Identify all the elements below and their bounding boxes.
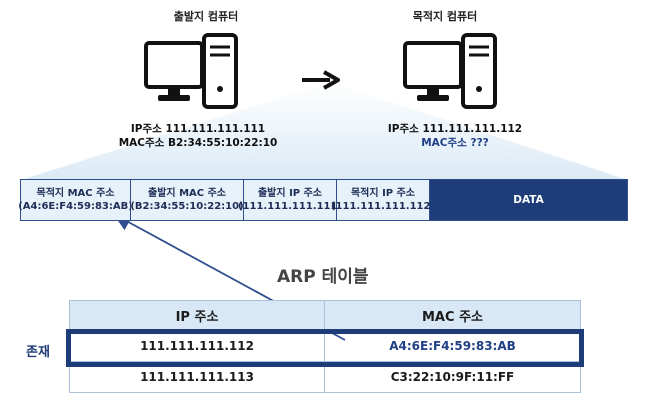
frame-src-mac-title: 출발지 MAC 주소 xyxy=(148,188,226,199)
frame-src-ip-title: 출발지 IP 주소 xyxy=(257,188,322,199)
arp-col-mac: MAC 주소 xyxy=(324,300,581,331)
ethernet-frame: 목적지 MAC 주소 (A4:6E:F4:59:83:AB) 출발지 MAC 주… xyxy=(18,179,628,221)
frame-dest-mac-cell: 목적지 MAC 주소 (A4:6E:F4:59:83:AB) xyxy=(18,180,133,220)
frame-dest-ip-value: (111.111.111.112) xyxy=(330,201,436,212)
frame-src-ip-cell: 출발지 IP 주소 (111.111.111.111) xyxy=(238,180,342,220)
dest-computer-icon xyxy=(403,33,497,109)
frame-dest-mac-title: 목적지 MAC 주소 xyxy=(36,188,115,199)
arp-table-title: ARP 테이블 xyxy=(277,267,369,287)
source-mac-text: MAC주소 B2:34:55:10:22:10 xyxy=(118,137,278,149)
frame-dest-mac-value: (A4:6E:F4:59:83:AB) xyxy=(18,201,133,212)
dest-mac-line: MAC주소 ??? xyxy=(375,136,535,150)
source-ip-text: IP주소 111.111.111.111 xyxy=(130,123,266,135)
dest-computer-label: 목적지 컴퓨터 xyxy=(412,10,478,23)
frame-src-mac-value: (B2:34:55:10:22:10) xyxy=(130,201,244,212)
packet-projection xyxy=(21,82,628,180)
frame-dest-ip-cell: 목적지 IP 주소 (111.111.111.112) xyxy=(331,180,435,220)
frame-dest-ip-title: 목적지 IP 주소 xyxy=(350,188,415,199)
arp-header-row: IP 주소 MAC 주소 xyxy=(69,300,581,331)
exist-label: 존재 xyxy=(26,345,50,360)
arp-col-ip: IP 주소 xyxy=(69,300,325,331)
dest-mac-text: MAC주소 ??? xyxy=(421,137,489,149)
arp-row-ip: 111.111.111.112 xyxy=(69,330,325,362)
transfer-arrow-icon xyxy=(302,70,340,90)
source-computer-label: 출발지 컴퓨터 xyxy=(173,10,239,23)
frame-src-ip-value: (111.111.111.111) xyxy=(237,201,343,212)
frame-data-cell: DATA xyxy=(430,180,627,220)
frame-src-mac-cell: 출발지 MAC 주소 (B2:34:55:10:22:10) xyxy=(130,180,244,220)
dest-ip-text: IP주소 111.111.111.112 xyxy=(387,123,523,135)
source-computer-icon xyxy=(144,33,238,109)
frame-data-label: DATA xyxy=(513,193,544,206)
arp-match-highlight xyxy=(66,329,584,367)
